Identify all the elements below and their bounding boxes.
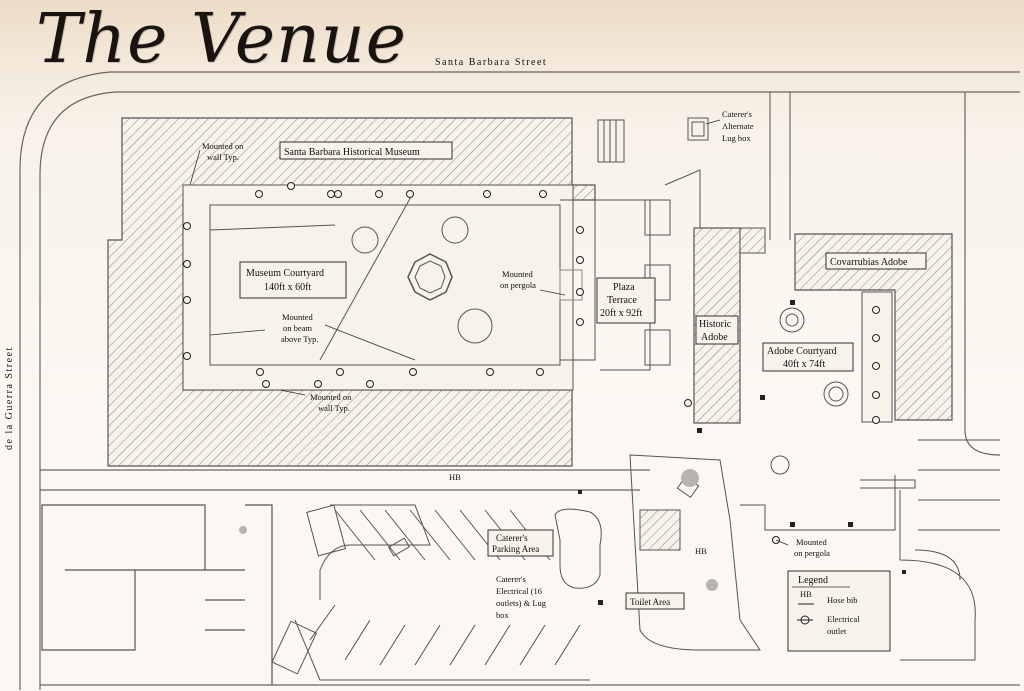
note-pergola2-1: Mounted — [796, 537, 827, 547]
upper-entry-area — [597, 92, 791, 240]
note-electrical-2: Electrical (16 — [496, 586, 542, 596]
museum-label-box — [279, 141, 453, 160]
note-wall-top-2: wall Typ. — [207, 152, 239, 162]
street-label-left: de la Guerra Street — [4, 346, 15, 450]
note-alt-lug-3: Lug box — [722, 133, 751, 143]
note-pergola1-2: on pergola — [500, 280, 536, 290]
page-title: The Venue — [36, 0, 407, 79]
note-wall-bottom-1: Mounted on — [310, 392, 352, 402]
museum-courtyard-name: Museum Courtyard — [246, 268, 324, 279]
site-outline — [19, 71, 1020, 690]
legend-title: Legend — [798, 575, 828, 586]
plaza-terrace-line2: Terrace — [607, 295, 637, 306]
toilet-label-box — [625, 592, 685, 610]
historic-adobe-line1: Historic — [699, 319, 732, 330]
legend-hb-symbol: HB — [800, 589, 812, 599]
adobe-courtyard-size: 40ft x 74ft — [783, 359, 825, 370]
legend: Legend HB Hose bib Electrical outlet — [787, 570, 891, 652]
note-electrical-3: outlets) & Lug — [496, 598, 547, 608]
legend-box — [787, 570, 891, 652]
parking-line2: Parking Area — [492, 544, 539, 554]
museum-courtyard-box — [239, 261, 347, 299]
note-leaders — [189, 119, 789, 546]
street-label-top: Santa Barbara Street — [435, 57, 547, 68]
adobe-courtyard-box — [762, 342, 854, 372]
parking-area — [271, 504, 602, 681]
legend-hb-label: Hose bib — [827, 595, 857, 605]
historic-adobe-line2: Adobe — [701, 332, 728, 343]
covarrubias-label: Covarrubias Adobe — [830, 257, 908, 268]
note-beam-1: Mounted — [282, 312, 313, 322]
note-wall-bottom-2: wall Typ. — [318, 403, 350, 413]
note-beam-3: above Typ. — [281, 334, 319, 344]
parking-label-box — [487, 529, 554, 557]
note-pergola2-2: on pergola — [794, 548, 830, 558]
legend-outlet-label-1: Electrical — [827, 614, 860, 624]
museum-courtyard-size: 140ft x 60ft — [264, 282, 311, 293]
toilet-label: Toilet Area — [630, 597, 670, 607]
adobe-courtyard-area — [740, 307, 916, 531]
service-area — [239, 454, 761, 651]
plaza-terrace-size: 20ft x 92ft — [600, 308, 642, 319]
parking-line1: Caterer's — [496, 533, 528, 543]
plaza-terrace-line1: Plaza — [613, 282, 635, 293]
museum-label: Santa Barbara Historical Museum — [284, 147, 420, 158]
plaza-terrace-box — [596, 277, 656, 324]
note-electrical-1: Caterer's — [496, 574, 526, 584]
service-markers — [578, 300, 906, 605]
adobe-courtyard-name: Adobe Courtyard — [767, 346, 837, 357]
note-beam-2: on beam — [283, 323, 312, 333]
historic-adobe-box — [695, 315, 739, 345]
legend-outlet-label-2: outlet — [827, 626, 847, 636]
note-wall-top-1: Mounted on — [202, 141, 244, 151]
hose-bib-label-1: HB — [449, 472, 461, 482]
lower-right-area — [899, 439, 1000, 661]
note-alt-lug-2: Alternate — [722, 121, 754, 131]
note-pergola1-1: Mounted — [502, 269, 533, 279]
museum-building — [107, 117, 596, 467]
lower-left-building — [41, 504, 273, 685]
note-alt-lug-1: Caterer's — [722, 109, 752, 119]
covarrubias-box — [825, 252, 927, 270]
note-electrical-4: box — [496, 610, 510, 620]
electrical-outlets — [183, 182, 880, 544]
hose-bib-label-2: HB — [695, 546, 707, 556]
